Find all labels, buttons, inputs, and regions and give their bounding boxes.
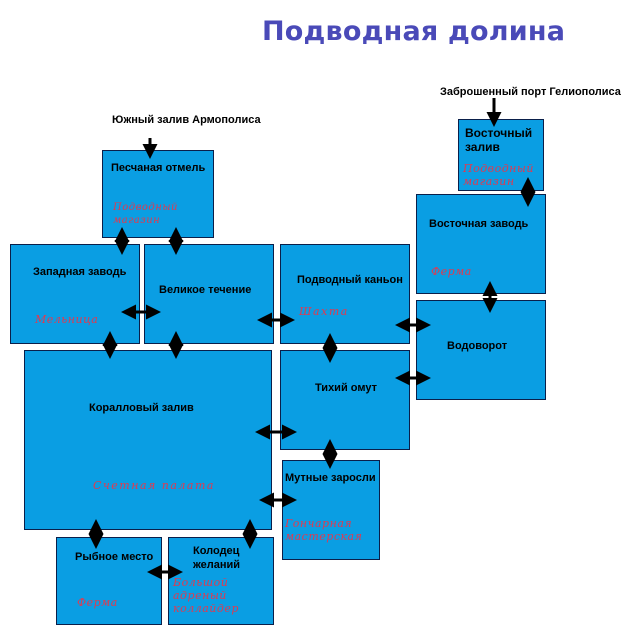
zone-west-backwater[interactable]: Западная заводь Мельница — [10, 244, 140, 344]
zone-name: Коралловый залив — [89, 402, 194, 414]
zone-great-current[interactable]: Великое течение — [144, 244, 274, 344]
zone-fishing-spot[interactable]: Рыбное место Ферма — [56, 537, 162, 625]
facility-label: Большой адреный коллайдер — [173, 576, 239, 615]
facility-label: Счетная палата — [93, 479, 215, 492]
zone-east-backwater[interactable]: Восточная заводь Ферма — [416, 194, 546, 294]
page-title: Подводная долина — [262, 16, 566, 47]
facility-label: Мельница — [35, 313, 99, 326]
zone-name: Колодец желаний — [193, 545, 241, 571]
zone-name: Западная заводь — [33, 266, 127, 278]
zone-underwater-canyon[interactable]: Подводный каньон Шахта — [280, 244, 410, 344]
zone-wishing-well[interactable]: Колодец желаний Большой адреный коллайде… — [168, 537, 274, 625]
zone-name: Подводный каньон — [297, 274, 403, 286]
facility-label: Гончарная мастерская — [285, 517, 363, 543]
zone-name: Водоворот — [447, 340, 508, 352]
zone-name: Восточная заводь — [429, 218, 529, 230]
zone-name: Тихий омут — [315, 382, 377, 394]
facility-label: Шахта — [299, 305, 349, 318]
zone-name: Рыбное место — [75, 551, 154, 563]
facility-label: Подводный магазин — [113, 202, 178, 226]
zone-name: Мутные заросли — [285, 472, 376, 484]
facility-label: Подводный магазин — [463, 162, 534, 188]
external-label-south-bay: Южный залив Армополиса — [112, 114, 261, 126]
zone-name: Песчаная отмель — [111, 162, 206, 174]
zone-whirlpool[interactable]: Водоворот — [416, 300, 546, 400]
zone-name: Великое течение — [159, 284, 252, 296]
zone-name: Восточный залив — [465, 126, 533, 154]
zone-sandbank[interactable]: Песчаная отмель Подводный магазин — [102, 150, 214, 238]
zone-murky-thicket[interactable]: Мутные заросли Гончарная мастерская — [282, 460, 380, 560]
external-label-east-port: Заброшенный порт Гелиополиса — [440, 86, 621, 98]
facility-label: Ферма — [77, 596, 118, 609]
zone-east-bay[interactable]: Восточный залив Подводный магазин — [458, 119, 544, 191]
facility-label: Ферма — [431, 265, 472, 278]
zone-quiet-pool[interactable]: Тихий омут — [280, 350, 410, 450]
zone-coral-bay[interactable]: Коралловый залив Счетная палата — [24, 350, 272, 530]
